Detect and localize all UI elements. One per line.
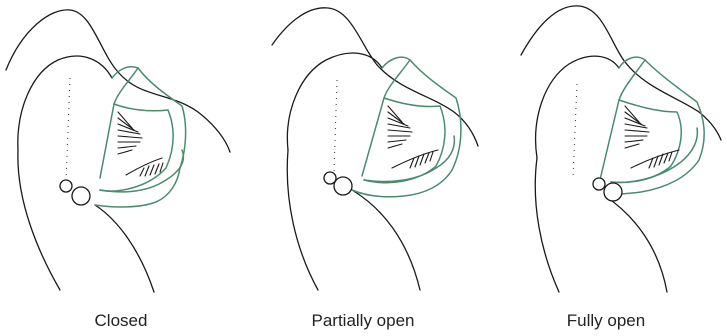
lower-fold (611, 128, 697, 182)
lower-fold (364, 136, 454, 182)
caption-closed: Closed (0, 311, 242, 331)
large-circle (334, 177, 352, 195)
midline-dots (573, 84, 577, 178)
large-circle (604, 183, 622, 201)
inner-fold (611, 100, 681, 182)
chin-contour (352, 190, 420, 290)
upper-fold (100, 67, 138, 178)
caption-fully-open: Fully open (485, 311, 727, 331)
lower-hatch (126, 158, 163, 176)
chin-contour (605, 196, 667, 292)
caption-partially-open: Partially open (242, 311, 484, 331)
fully-open-illustration (485, 0, 727, 310)
upper-hatch (388, 106, 412, 148)
outer-contour (521, 6, 721, 140)
outer-contour (272, 8, 478, 146)
chin-contour (95, 205, 154, 292)
panel-fully-open: Fully open (485, 0, 727, 336)
lower-contour (535, 158, 559, 292)
closed-illustration (0, 0, 242, 310)
lower-hatch (392, 150, 438, 168)
upper-hatch (625, 106, 649, 148)
midline-dots (334, 80, 337, 172)
lower-contour (287, 150, 318, 290)
midline-dots (66, 78, 70, 182)
large-circle (72, 187, 90, 205)
lower-contour (18, 150, 60, 290)
partially-open-illustration (242, 0, 484, 310)
upper-hatch (118, 112, 142, 154)
upper-fold (362, 57, 410, 176)
inner-contour (536, 56, 619, 158)
small-circle (593, 178, 605, 190)
inner-contour (287, 53, 382, 150)
small-circle (60, 180, 72, 192)
outer-contour (6, 10, 230, 152)
inner-contour (18, 56, 112, 150)
panel-partially-open: Partially open (242, 0, 484, 336)
panel-closed: Closed (0, 0, 242, 336)
